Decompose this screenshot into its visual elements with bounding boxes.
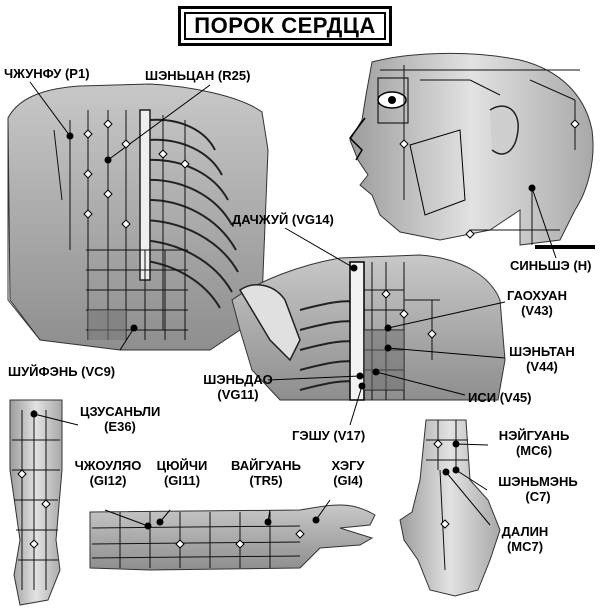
label-gaohuan-code: (V43)	[521, 303, 553, 318]
torso-front-figure	[7, 83, 269, 351]
highlighted-points	[30, 132, 536, 530]
label-shenmen-code: (C7)	[525, 489, 551, 504]
label-hegu: ХЭГУ (GI4)	[318, 458, 378, 488]
label-neiguan-name: НЭЙГУАНЬ	[498, 428, 570, 443]
label-gaohuan: ГАОХУАН (V43)	[502, 288, 572, 318]
label-tsyuichi-name: ЦЮЙЧИ	[156, 458, 208, 473]
label-hegu-code: (GI4)	[333, 473, 363, 488]
label-tsyuichi: ЦЮЙЧИ (GI11)	[150, 458, 214, 488]
lower-leg-figure	[9, 399, 63, 606]
label-dalin-name: ДАЛИН	[501, 524, 549, 539]
label-vaiguan: ВАЙГУАНЬ (TR5)	[226, 458, 306, 488]
label-dalin-code: (MC7)	[506, 539, 544, 554]
head-profile-figure	[349, 52, 595, 249]
upper-back-figure	[231, 254, 506, 401]
label-chzhoulyao-code: (GI12)	[89, 473, 127, 488]
acupoint-markers	[17, 119, 580, 549]
label-neiguan-code: (MC6)	[515, 443, 553, 458]
label-shentsan: ШЭНЬЦАН (R25)	[145, 68, 251, 83]
label-dalin: ДАЛИН (MC7)	[490, 524, 560, 554]
label-dachzhui: ДАЧЖУЙ (VG14)	[232, 212, 334, 227]
label-shentan: ШЭНЬТАН (V44)	[504, 344, 580, 374]
label-geshu: ГЭШУ (V17)	[292, 428, 366, 443]
label-vaiguan-name: ВАЙГУАНЬ	[230, 458, 302, 473]
label-shuifen: ШУЙФЭНЬ (VC9)	[8, 364, 116, 379]
label-chzhoulyao-name: ЧЖОУЛЯО	[74, 458, 142, 473]
label-tsyuichi-code: (GI11)	[163, 473, 201, 488]
label-shendao-code: (VG11)	[217, 387, 259, 402]
label-chzhoulyao: ЧЖОУЛЯО (GI12)	[72, 458, 144, 488]
label-tszusanli-code: (E36)	[104, 419, 136, 434]
label-hegu-name: ХЭГУ	[331, 458, 365, 473]
label-shentan-code: (V44)	[526, 359, 558, 374]
label-chzhunfu: ЧЖУНФУ (P1)	[4, 66, 90, 81]
label-shendao-name: ШЭНЬДАО	[203, 372, 273, 387]
label-shenmen: ШЭНЬМЭНЬ (C7)	[488, 474, 588, 504]
diagram-title: ПОРОК СЕРДЦА	[184, 12, 386, 40]
title-frame: ПОРОК СЕРДЦА	[178, 6, 392, 46]
label-vaiguan-code: (TR5)	[249, 473, 283, 488]
forearm-figure	[89, 504, 376, 571]
label-shentan-name: ШЭНЬТАН	[509, 344, 575, 359]
label-sinshe: СИНЬШЭ (H)	[510, 258, 592, 273]
label-isi: ИСИ (V45)	[468, 390, 532, 405]
label-gaohuan-name: ГАОХУАН	[507, 288, 567, 303]
label-tszusanli: ЦЗУСАНЬЛИ (E36)	[80, 404, 160, 434]
label-shenmen-name: ШЭНЬМЭНЬ	[498, 474, 578, 489]
label-tszusanli-name: ЦЗУСАНЬЛИ	[80, 404, 161, 419]
label-neiguan: НЭЙГУАНЬ (MC6)	[488, 428, 580, 458]
palm-figure	[399, 419, 501, 597]
label-shendao: ШЭНЬДАО (VG11)	[198, 372, 278, 402]
